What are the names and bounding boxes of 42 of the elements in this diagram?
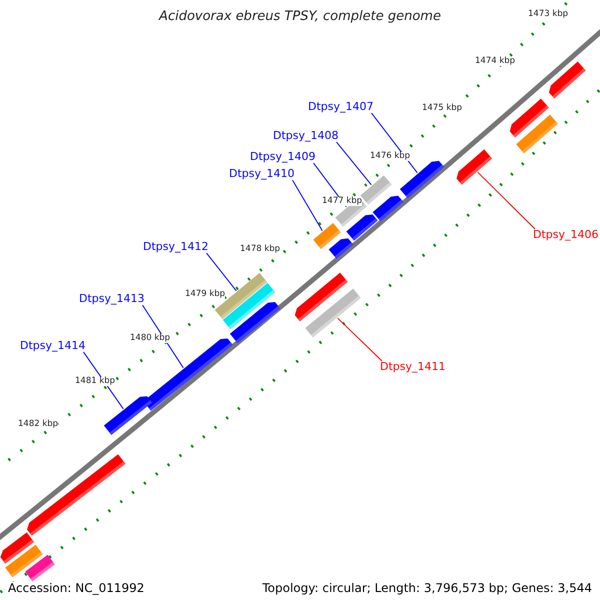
gene-feature xyxy=(346,214,378,241)
tick-label: 1480 kbp xyxy=(130,334,170,344)
gene-feature xyxy=(27,454,126,536)
tick-label: 1474 kbp xyxy=(475,57,516,66)
tick-label: 1476 kbp xyxy=(370,152,410,162)
leader-line xyxy=(142,304,184,368)
leader-line xyxy=(337,318,382,362)
gene-label: Dtpsy_1414 xyxy=(20,340,86,352)
gene-feature xyxy=(25,554,55,582)
gene-feature xyxy=(548,62,586,98)
gene-label: Dtpsy_1409 xyxy=(250,151,316,164)
gene-feature xyxy=(305,288,361,338)
title: Acidovorax ebreus TPSY, complete genome xyxy=(159,9,441,24)
gene-label: Dtpsy_1408 xyxy=(273,130,339,142)
tick-label: 1479 kbp xyxy=(185,290,226,300)
tick-label: 1475 kbp xyxy=(422,104,462,114)
gene-feature xyxy=(516,114,558,154)
tick-label: 1481 kbp xyxy=(75,377,116,386)
gene-label: Dtpsy_1412 xyxy=(143,241,209,254)
gene-label: Dtpsy_1411 xyxy=(380,361,446,374)
leader-line xyxy=(477,172,536,230)
leader-line xyxy=(206,252,237,292)
leader-line xyxy=(371,112,418,174)
gene-feature xyxy=(328,238,354,259)
tick-label: 1482 kbp xyxy=(18,420,58,430)
gene-label: Dtpsy_1410 xyxy=(229,168,295,180)
gene-label: Dtpsy_1407 xyxy=(308,101,374,114)
tick-label: 1473 kbp xyxy=(528,10,568,20)
accession-text: Accession: NC_011992 xyxy=(8,582,144,596)
gene-label: Dtpsy_1406 xyxy=(533,229,599,242)
gene-feature xyxy=(104,396,152,435)
gene-feature xyxy=(372,196,404,222)
genome-info-text: Topology: circular; Length: 3,796,573 bp; Genes: 3,544 xyxy=(262,582,592,596)
tick-label: 1477 kbp xyxy=(322,197,362,206)
tick-label: 1478 kbp xyxy=(240,245,280,254)
leader-line xyxy=(336,142,372,186)
gene-feature xyxy=(400,160,444,198)
leader-line xyxy=(83,352,124,410)
leader-line xyxy=(292,180,323,232)
gene-feature xyxy=(230,302,280,344)
gene-label: Dtpsy_1413 xyxy=(79,293,145,306)
gene-feature xyxy=(456,149,492,185)
